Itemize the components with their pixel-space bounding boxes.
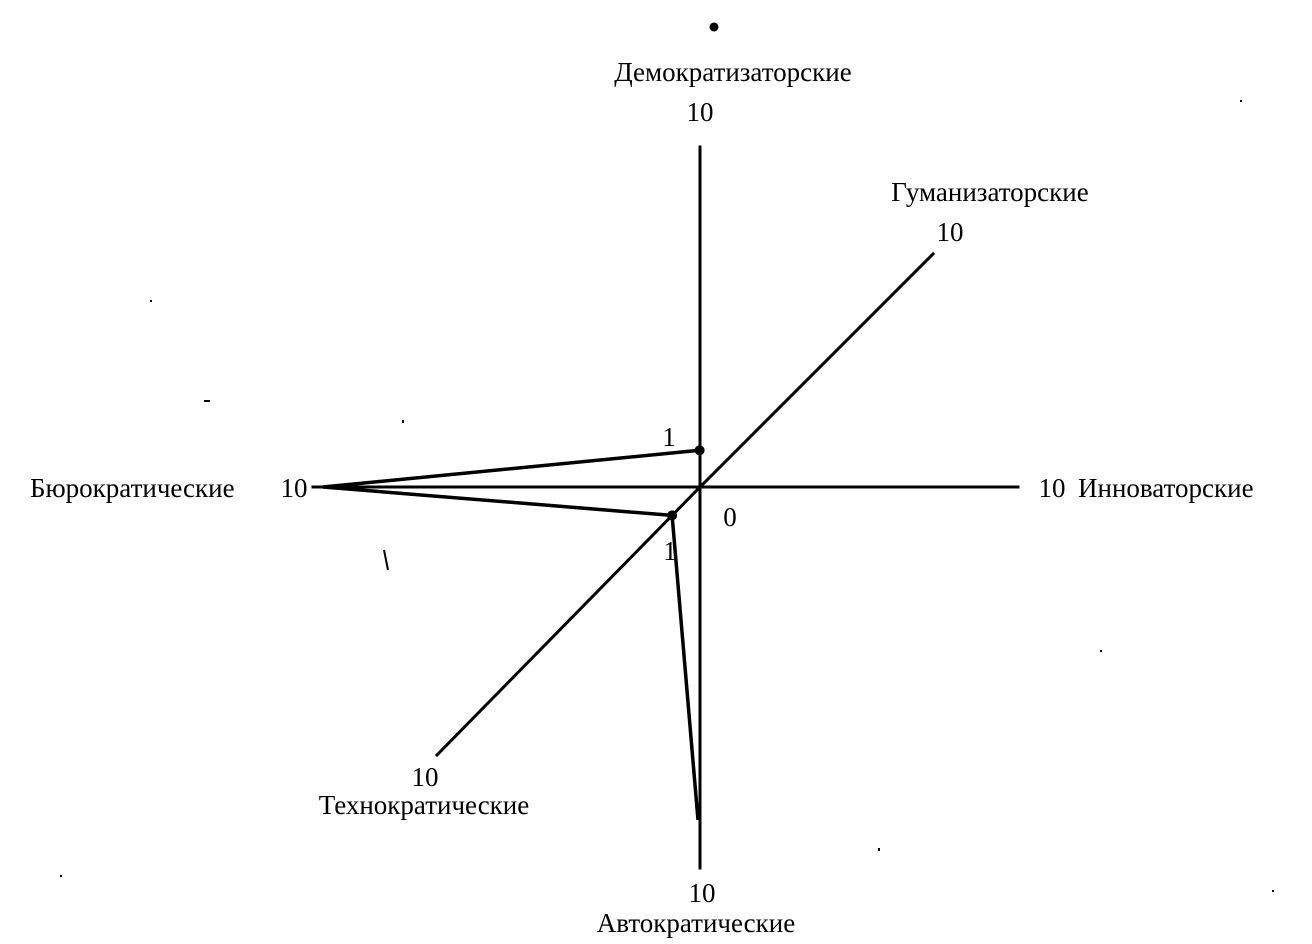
scan-speck bbox=[402, 420, 404, 423]
center-label: 0 bbox=[723, 502, 737, 532]
axis-max-humanist: 10 bbox=[937, 217, 964, 247]
scan-speck bbox=[1100, 650, 1102, 652]
axis-name-democratic: Демократизаторские bbox=[614, 57, 851, 87]
profile-label-technocratic: 1 bbox=[663, 536, 677, 566]
axis-max-technocratic: 10 bbox=[412, 762, 439, 792]
profile-label-democratic: 1 bbox=[662, 422, 676, 452]
axis-name-bureaucratic: Бюрократические bbox=[30, 473, 235, 503]
axis-name-technocratic: Технократические bbox=[319, 790, 529, 820]
scan-speck bbox=[204, 400, 210, 402]
axis-technocratic bbox=[434, 484, 703, 758]
axis-max-innovative: 10 bbox=[1039, 473, 1066, 503]
profile-line bbox=[322, 448, 700, 821]
axis-max-bureaucratic: 10 bbox=[281, 473, 308, 503]
axis-max-autocratic: 10 bbox=[689, 878, 716, 908]
axis-humanist bbox=[697, 251, 936, 490]
profile-point-democratic bbox=[694, 445, 705, 456]
scan-speck bbox=[878, 848, 880, 851]
axis-name-autocratic: Автократические bbox=[597, 908, 795, 938]
scan-speck bbox=[150, 300, 152, 302]
scan-speck bbox=[60, 875, 62, 877]
axis-name-humanist: Гуманизаторские bbox=[891, 177, 1088, 207]
axis-name-innovative: Инноваторские bbox=[1078, 473, 1254, 503]
axis-max-democratic: 10 bbox=[687, 97, 714, 127]
scan-speck bbox=[709, 22, 719, 32]
scan-speck bbox=[1272, 890, 1274, 892]
profile-point-technocratic bbox=[667, 510, 678, 521]
scan-speck bbox=[1240, 100, 1242, 102]
scan-speck bbox=[383, 549, 389, 571]
